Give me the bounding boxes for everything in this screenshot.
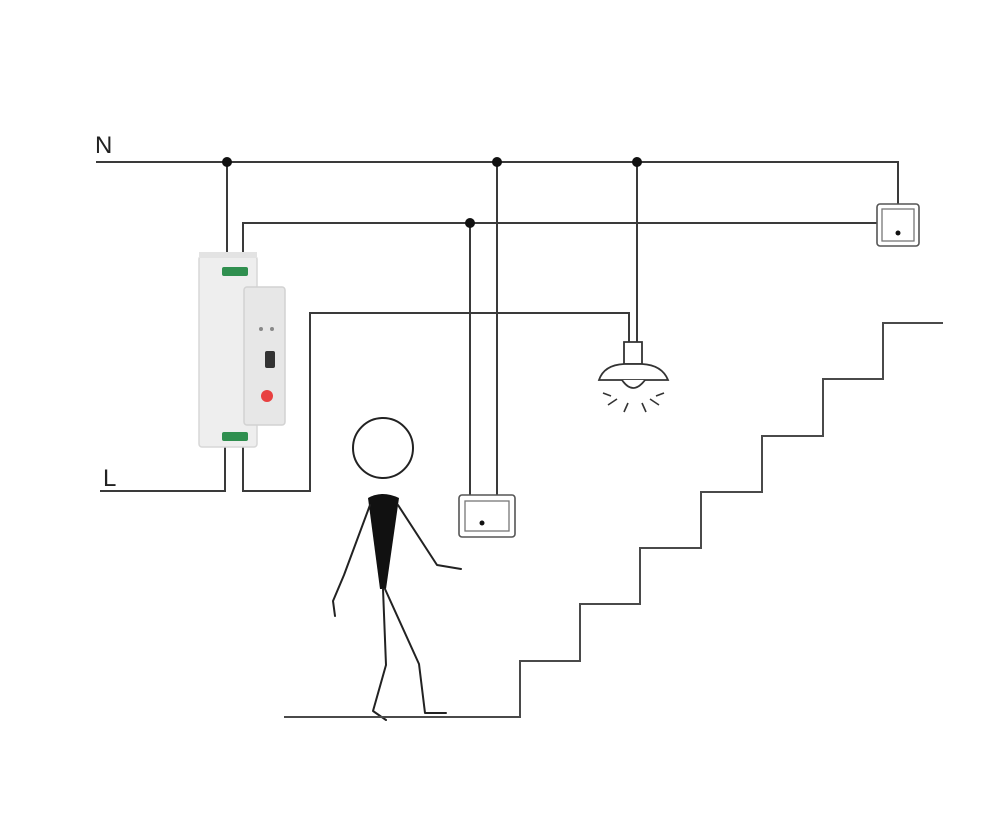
- pushbutton-outer-frame: [458, 494, 516, 538]
- live-wire: [100, 445, 226, 492]
- person-torso: [368, 494, 399, 589]
- neutral-wire: [96, 161, 899, 208]
- person-head: [352, 417, 414, 479]
- relay-screw: [259, 327, 263, 331]
- staircase: [284, 322, 943, 718]
- lamp-icon: [597, 341, 670, 413]
- relay-red-led: [261, 390, 273, 402]
- lamp-output-wire: [242, 312, 630, 492]
- light-rays: [602, 392, 665, 413]
- lower-pushbutton: [458, 494, 516, 538]
- person-figure: [332, 417, 462, 721]
- person-right-leg: [384, 588, 447, 714]
- person-left-arm: [332, 504, 371, 617]
- upper-pushbutton: [876, 203, 920, 247]
- person-right-arm: [397, 504, 462, 570]
- junction-dot: [492, 157, 502, 167]
- person-left-leg: [372, 588, 387, 721]
- pushbutton-inner-frame: [464, 500, 510, 532]
- pushbutton-inner-frame: [881, 208, 915, 242]
- lamp-shade: [597, 363, 670, 381]
- neutral-label: N: [95, 132, 112, 159]
- relay-bottom-terminal: [222, 432, 248, 441]
- live-label: L: [103, 465, 116, 492]
- relay-front-panel: [243, 286, 286, 426]
- relay-screw: [270, 327, 274, 331]
- relay-top-edge: [199, 252, 257, 258]
- junction-dot: [222, 157, 232, 167]
- staircase-relay: [198, 252, 286, 448]
- control-wire: [242, 222, 877, 258]
- relay-top-terminal: [222, 267, 248, 276]
- junction-dot: [632, 157, 642, 167]
- junction-dot: [465, 218, 475, 228]
- pushbutton-dot: [479, 520, 485, 526]
- pushbutton-outer-frame: [876, 203, 920, 247]
- lamp-bulb: [621, 379, 646, 389]
- relay-indicator: [265, 351, 275, 368]
- lamp-holder: [623, 341, 643, 365]
- pushbutton-dot: [895, 230, 901, 236]
